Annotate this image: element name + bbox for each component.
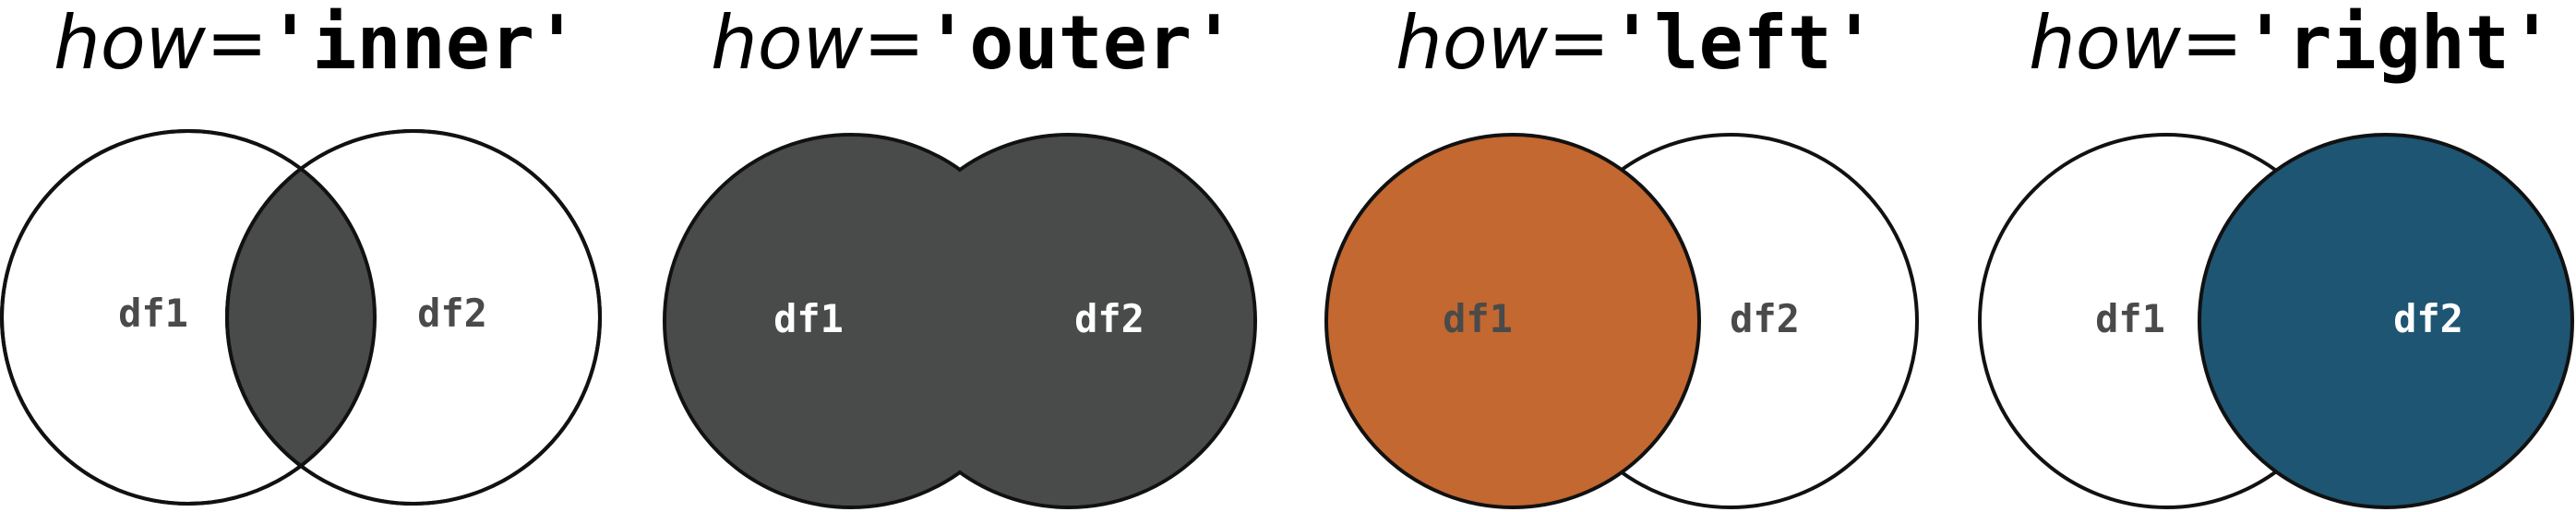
df1-label: df1: [1443, 296, 1513, 341]
df1-label: df1: [118, 291, 188, 336]
how-value: 'right': [2243, 0, 2555, 86]
how-keyword: how: [711, 0, 864, 86]
df2-label: df2: [1730, 296, 1800, 341]
venn-panel-outer: how='outer' df1 df2: [655, 0, 1292, 512]
how-keyword: how: [54, 0, 207, 86]
venn-diagram: df1 df2: [0, 129, 602, 506]
equals-sign: =: [863, 0, 926, 86]
df1-circle: [1324, 133, 1701, 509]
venn-panel-inner: how='inner' df1 df2: [0, 0, 637, 512]
how-keyword: how: [1396, 0, 1549, 86]
df1-label: df1: [2095, 296, 2165, 341]
how-keyword: how: [2029, 0, 2182, 86]
venn-diagram: df1 df2: [1324, 133, 1919, 509]
df2-label: df2: [417, 291, 487, 336]
panel-title: how='inner': [54, 2, 579, 86]
panel-title: how='left': [1396, 2, 1876, 86]
how-value: 'outer': [925, 0, 1237, 86]
df2-label: df2: [2393, 296, 2463, 341]
df1-label: df1: [773, 296, 844, 341]
how-value: 'left': [1610, 0, 1877, 86]
df2-label: df2: [1074, 296, 1144, 341]
how-value: 'inner': [268, 0, 580, 86]
intersection-region: [227, 131, 375, 504]
venn-diagram: df1 df2: [1978, 133, 2574, 509]
venn-diagram: df1 df2: [663, 133, 1257, 509]
venn-panel-right: how='right' df1 df2: [1936, 0, 2574, 512]
panel-title: how='outer': [711, 2, 1236, 86]
equals-sign: =: [1548, 0, 1611, 86]
equals-sign: =: [2181, 0, 2244, 86]
venn-panel-left: how='left' df1 df2: [1315, 0, 1952, 512]
equals-sign: =: [206, 0, 269, 86]
panel-title: how='right': [2029, 2, 2554, 86]
df2-circle: [2198, 133, 2574, 509]
